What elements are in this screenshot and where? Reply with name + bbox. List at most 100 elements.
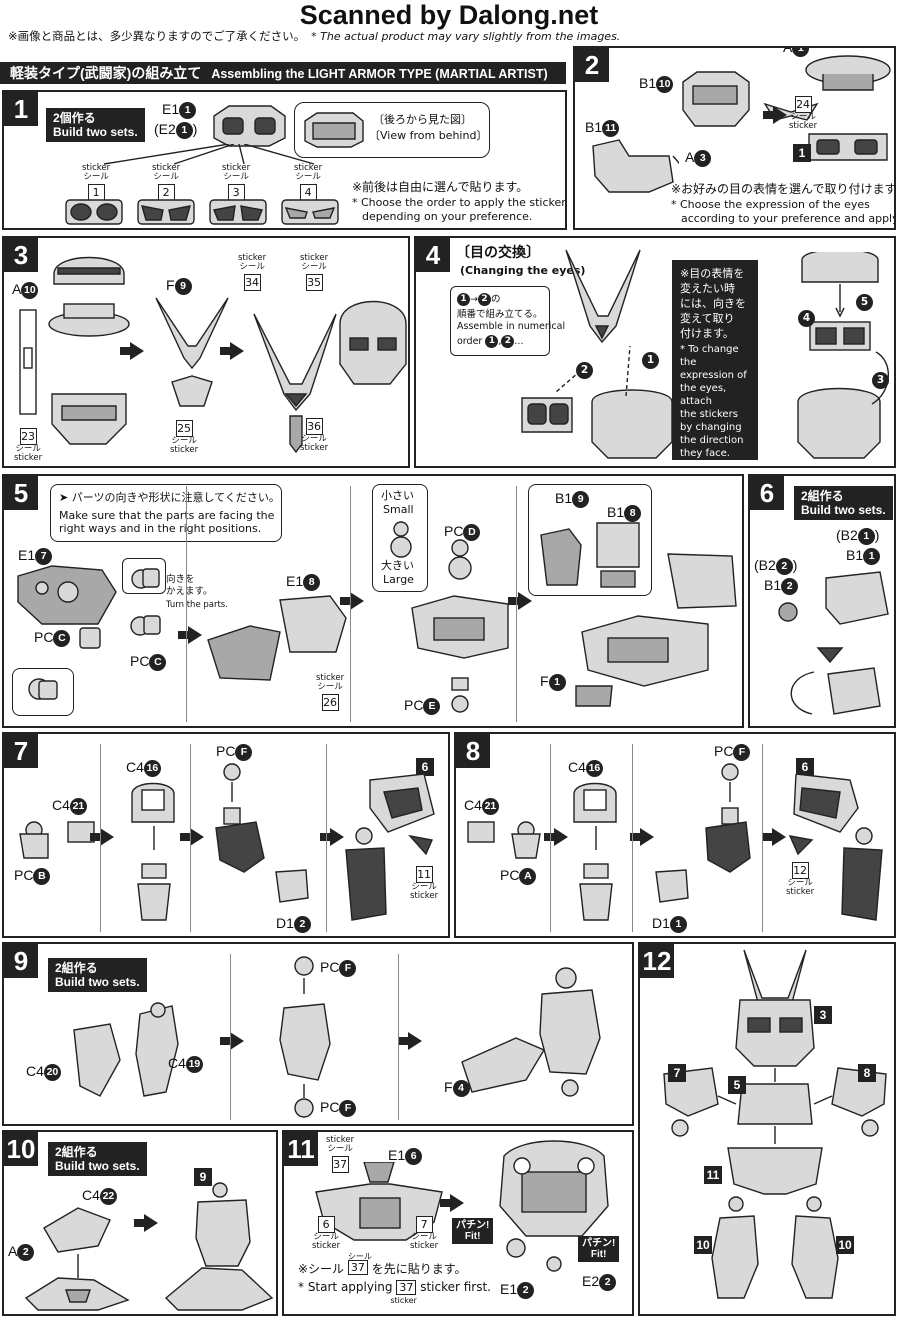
step-order-badge: 1 bbox=[642, 350, 659, 369]
sub-divider bbox=[550, 744, 551, 932]
eye-rotate-illustration bbox=[797, 252, 890, 459]
step-order-badge: 5 bbox=[856, 292, 873, 311]
panel-ja: には、向きを bbox=[680, 297, 746, 310]
title-en: Assembling the LIGHT ARMOR TYPE (MARTIAL… bbox=[211, 67, 548, 81]
ref-badge: 6 bbox=[796, 756, 814, 776]
eye-sticker-options bbox=[65, 199, 339, 225]
torso-with-backpack-illustration bbox=[575, 553, 737, 707]
ref-badge: 9 bbox=[194, 1166, 212, 1186]
note-ja: ※お好みの目の表情を選んで取り付けます。 bbox=[671, 182, 896, 196]
ref-badge: 6 bbox=[416, 756, 434, 776]
tag-ja: 2組作る bbox=[801, 489, 844, 503]
tag-en: Build two sets. bbox=[801, 503, 886, 517]
ball-pair-illustration bbox=[390, 521, 412, 558]
detail-callout bbox=[12, 668, 74, 716]
turn-en: Turn the parts. bbox=[166, 600, 228, 610]
ref-badge: 7 bbox=[668, 1062, 686, 1082]
build-two-tag: 2個作る Build two sets. bbox=[46, 108, 145, 142]
step-number: 2 bbox=[575, 48, 609, 82]
leg-with-foot-illustration bbox=[164, 1182, 274, 1311]
leg-halves-illustration bbox=[73, 1002, 179, 1097]
forearm-illustration bbox=[131, 782, 175, 921]
eye-swap-illustration bbox=[521, 249, 673, 459]
panel-en: * To change the bbox=[680, 344, 739, 368]
sub-divider bbox=[516, 486, 517, 722]
note-en: * Choose the expression of the eyes bbox=[671, 198, 870, 211]
order-en-line: order 1,2... bbox=[457, 335, 524, 348]
scanner-watermark: Scanned by Dalong.net bbox=[299, 0, 599, 30]
large-ja: 大きい bbox=[381, 559, 414, 572]
torso-part-illustration bbox=[17, 565, 117, 625]
notice-en: * The actual product may vary slightly f… bbox=[311, 30, 621, 43]
sub-divider bbox=[190, 744, 191, 932]
fit-en: Fit! bbox=[590, 1249, 607, 1260]
torso-waist-illustration bbox=[499, 1140, 609, 1272]
leg-with-foot-illustration bbox=[461, 967, 601, 1097]
panel-en: they face. bbox=[680, 448, 730, 459]
tag-ja: 2個作る bbox=[53, 111, 96, 125]
notice-ja: ※画像と商品とは、多少異なりますのでご了承ください。 bbox=[8, 29, 306, 43]
ref-badge: 11 bbox=[704, 1164, 722, 1184]
sub-divider bbox=[100, 744, 101, 932]
view-en: 〔View from behind〕 bbox=[369, 129, 488, 142]
pc-part-turned bbox=[130, 615, 161, 636]
section-title: 軽装タイプ(武闘家)の組み立て Assembling the LIGHT ARMO… bbox=[0, 62, 566, 84]
step-order-badge: 4 bbox=[798, 308, 815, 327]
note-en: according to your preference and apply. bbox=[681, 212, 896, 225]
shoulder-assembly-illustration bbox=[778, 571, 889, 715]
torso-assembly-illustration bbox=[207, 595, 347, 681]
process-arrow bbox=[630, 828, 654, 846]
ref-badge: 1 bbox=[793, 142, 811, 162]
warning-en: right ways and in the right positions. bbox=[59, 522, 262, 535]
step4-title-en: (Changing the eyes) bbox=[460, 264, 586, 277]
warning-en: Make sure that the parts are facing the bbox=[59, 509, 275, 522]
tag-en: Build two sets. bbox=[53, 125, 138, 139]
step-number: 11 bbox=[284, 1132, 318, 1166]
sticker-strip bbox=[19, 309, 37, 415]
note-en: * Choose the order to apply the stickers bbox=[352, 196, 567, 209]
title-ja: 軽装タイプ(武闘家)の組み立て bbox=[10, 65, 202, 81]
sub-divider bbox=[186, 486, 187, 722]
panel-ja: 付けます。 bbox=[680, 327, 734, 340]
ref-badge: 5 bbox=[728, 1074, 746, 1094]
tag-en: Build two sets. bbox=[55, 1159, 140, 1173]
process-arrow bbox=[440, 1194, 464, 1212]
step-number: 12 bbox=[640, 944, 674, 978]
eye-part-illustration bbox=[213, 105, 286, 147]
panel-en: by changing bbox=[680, 422, 742, 433]
rear-view-illustration bbox=[304, 112, 364, 148]
process-arrow bbox=[90, 828, 114, 846]
step-number: 10 bbox=[4, 1132, 38, 1166]
rear-view-callout: 〔後ろから見た図〕 〔View from behind〕 bbox=[294, 102, 490, 158]
step-order-badge: 3 bbox=[872, 370, 889, 389]
